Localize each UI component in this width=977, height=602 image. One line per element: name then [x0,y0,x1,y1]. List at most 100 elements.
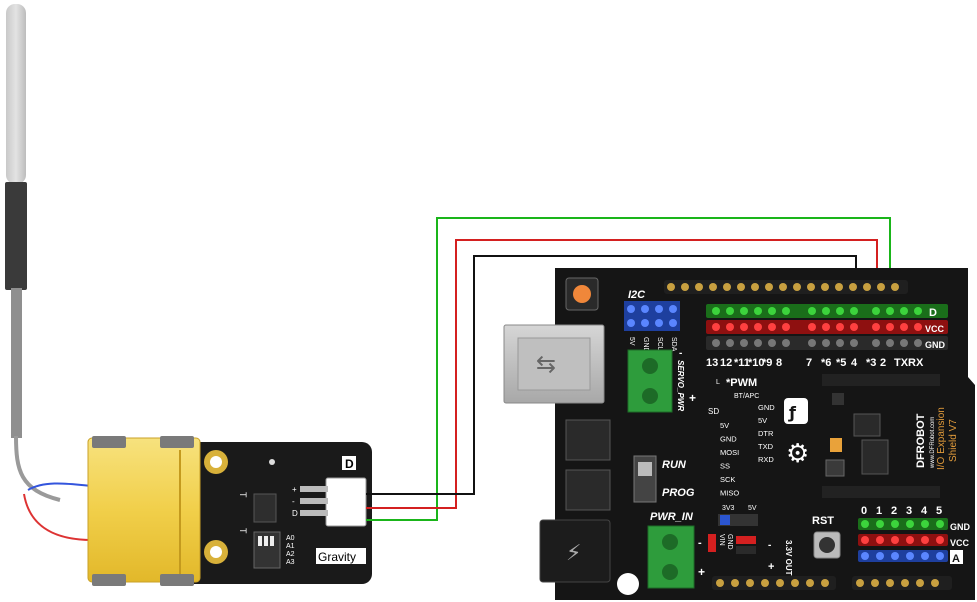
digital-pin-label: *3 [866,357,876,369]
servo-screw-1 [642,358,658,374]
servo-minus: - [679,348,682,359]
rst-button-cap[interactable] [819,537,835,553]
header-pin [886,339,894,347]
i2c-pin [655,319,663,327]
digital-pin-label: *11 [734,357,750,369]
analog-pin [876,536,884,544]
header-pin [712,323,720,331]
header-pin [872,339,880,347]
d-row-label: D [929,307,937,319]
header-pin [822,339,830,347]
header-hole [746,579,754,587]
header-pin [768,323,776,331]
probe-heatshrink [5,182,27,290]
shield-version-label: Shield V7 [948,419,959,462]
header-hole [791,579,799,587]
header-pin [850,339,858,347]
header-pin [900,323,908,331]
logo-glyph: ƒ [788,403,797,422]
a-label: A [952,553,960,565]
pwr-screw-2 [662,564,678,580]
header-pin [808,307,816,315]
analog-pin [906,552,914,560]
pwr-in-label: PWR_IN [650,511,694,523]
vin-pin [708,534,716,552]
out-label: 3.3V OUT [784,540,793,576]
pin-label-t2: T [238,528,248,534]
header-hole [737,283,745,291]
analog-pin [876,520,884,528]
analog-pin [876,552,884,560]
analog-gnd-label: GND [950,522,971,532]
wire-red [366,239,878,509]
led-dot [269,459,275,465]
header-hole [821,283,829,291]
header-pin [754,339,762,347]
header-pin [740,339,748,347]
analog-pin [861,536,869,544]
header-hole [723,283,731,291]
analog-pin [936,520,944,528]
usb-icon: ⇆ [536,350,556,378]
power-jack [539,519,611,583]
pin-label-t1: T [238,492,248,498]
header-hole [776,579,784,587]
analog-pin [921,520,929,528]
connector-pin-3 [300,510,328,516]
i2c-pin [627,319,635,327]
reset-button-top-cap[interactable] [573,285,591,303]
analog-pin [891,536,899,544]
analog-pin-label: 4 [921,505,928,517]
analog-pin [921,536,929,544]
top-header [664,280,908,294]
spi-pin-label: MISO [720,489,739,498]
servo-pwr-label: SERVO_PWR [676,360,685,411]
digital-pin-label: *9 [762,357,772,369]
dip-toggle-2[interactable] [264,536,268,546]
header-pin [822,307,830,315]
terminal-block [87,437,201,583]
i2c-header [624,301,680,331]
rst-label: RST [812,515,834,527]
chip-small [832,393,844,405]
header-hole [863,283,871,291]
sensor-connector [325,477,367,527]
brand-label: DFROBOT [915,413,927,468]
run-prog-knob[interactable] [638,462,652,476]
digital-pin-label: RX [908,357,924,369]
header-pin [726,339,734,347]
voltage-jumper-cap[interactable] [720,515,730,525]
connector-pin-2 [300,498,328,504]
dip-toggle-1[interactable] [258,536,262,546]
site-label: www.DFRobot.com [930,417,936,469]
spi-pin-label: GND [720,435,737,444]
header-hole [779,283,787,291]
digital-pin-label: *10 [748,357,765,369]
out-minus: - [768,540,771,551]
header-pin [900,307,908,315]
terminal-clip-top-left [92,436,126,448]
header-pin [914,339,922,347]
analog-pin [906,520,914,528]
dip-label-a0: A0 [286,535,295,542]
analog-pin [921,552,929,560]
bt-pin-label: RXD [758,455,774,464]
dip-toggle-3[interactable] [270,536,274,546]
servo-plus: + [689,391,696,405]
bt-apc-label: BT/APC [734,393,759,400]
header-pin [808,339,816,347]
header-pin [754,323,762,331]
l-label: L [716,379,720,386]
analog-pin-label: 2 [891,505,897,517]
v5-label: 5V [748,505,757,512]
regulator-1 [565,419,611,461]
v3-label: 3V3 [722,505,735,512]
prog-label: PROG [662,487,695,499]
header-pin [836,339,844,347]
header-hole [931,579,939,587]
header-hole [821,579,829,587]
i2c-pin [641,319,649,327]
spi-pin-label: SS [720,462,730,471]
analog-pin [891,552,899,560]
port-d-badge [342,456,356,470]
